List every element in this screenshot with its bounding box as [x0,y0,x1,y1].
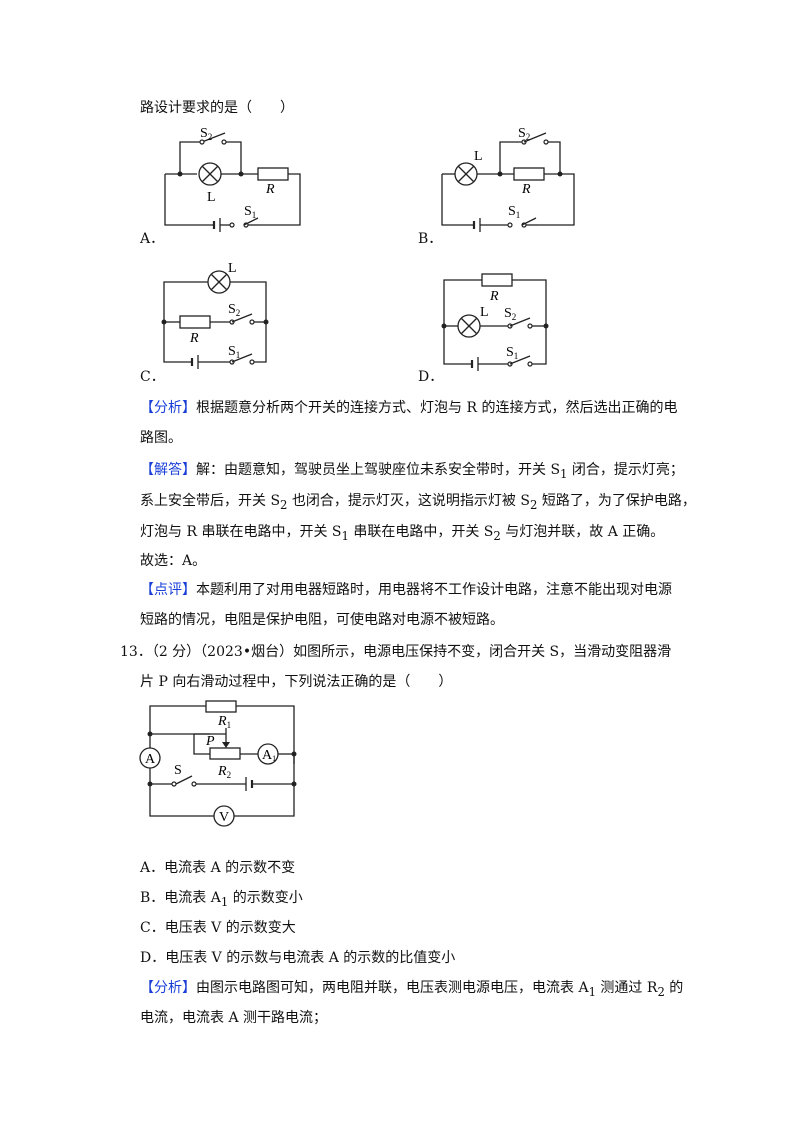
circuit-diagram-b: L S2 R S1 [441,126,575,232]
q12-analysis-line1: 【分析】根据题意分析两个开关的连接方式、灯泡与 R 的连接方式，然后选出正确的电 [140,400,678,416]
circuit-diagram-d: R L S2 S1 [441,273,549,371]
label-s2: S2 [518,126,530,142]
label-r: R [189,331,199,346]
option-label-d: D． [418,369,444,385]
label-r1: R1 [217,714,231,730]
label-s2: S2 [200,126,212,142]
label-ammeter-a1: A1 [262,748,276,763]
q13-line1: 13．（2 分）（2023•烟台）如图所示，电源电压保持不变，闭合开关 S，当滑… [120,644,672,660]
q13-option-a: A．电流表 A 的示数不变 [140,860,296,876]
solution-tag: 【解答】 [140,462,196,478]
label-l: L [228,261,237,276]
analysis-tag: 【分析】 [140,980,196,996]
label-l: L [474,149,483,164]
label-r: R [489,289,499,304]
label-ammeter-a: A [145,752,156,767]
label-l: L [480,305,489,320]
label-l: L [207,190,216,205]
label-r2: R2 [217,764,231,780]
q12-solution-line2: 系上安全带后，开关 S2 也闭合，提示灯灭，这说明指示灯被 S2 短路了，为了保… [140,493,696,512]
question-number: 13． [120,644,152,660]
q13-circuit-diagram: R1 P A A1 R2 S V [139,700,297,827]
option-label-c: C． [140,369,165,385]
comment-tag: 【点评】 [140,582,196,598]
q13-option-b: B．电流表 A1 的示数变小 [140,890,303,909]
label-r: R [265,182,275,197]
q12-solution-line3: 灯泡与 R 串联在电路中，开关 S1 串联在电路中，开关 S2 与灯泡并联，故 … [140,524,665,543]
circuit-diagram-c: L S2 R S1 [161,261,269,369]
label-r: R [521,182,531,197]
q13-analysis-line1: 【分析】由图示电路图可知，两电阻并联，电压表测电源电压，电流表 A1 测通过 R… [140,980,684,999]
intro-text: 路设计要求的是（ ） [140,100,294,116]
label-p: P [205,734,215,749]
q13-option-d: D．电压表 V 的示数与电流表 A 的示数的比值变小 [140,950,456,966]
option-label-a: A． [140,231,165,247]
label-s1: S1 [228,344,240,360]
label-s1: S1 [506,345,518,361]
q13-analysis-line2: 电流，电流表 A 测干路电流； [140,1010,328,1026]
q12-solution-choice: 故选：A。 [140,553,207,569]
q13-option-c: C．电压表 V 的示数变大 [140,920,296,936]
label-s2: S2 [228,302,240,318]
q12-analysis-line2: 路图。 [140,430,182,446]
label-s1: S1 [244,204,256,220]
option-label-b: B． [418,231,443,247]
label-voltmeter-v: V [219,810,229,825]
circuit-diagram-a: S2 L R S1 [164,126,301,232]
analysis-tag: 【分析】 [140,400,196,416]
label-s2: S2 [504,306,516,322]
q13-line2: 片 P 向右滑动过程中，下列说法正确的是（ ） [140,674,453,690]
label-s1: S1 [508,204,520,220]
q12-solution-line1: 【解答】解：由题意知，驾驶员坐上驾驶座位未系安全带时，开关 S1 闭合，提示灯亮… [140,462,684,481]
q12-comment-line2: 短路的情况，电阻是保护电阻，可使电路对电源不被短路。 [140,612,504,628]
q12-comment-line1: 【点评】本题利用了对用电器短路时，用电器将不工作设计电路，注意不能出现对电源 [140,582,672,598]
label-switch-s: S [174,763,182,778]
